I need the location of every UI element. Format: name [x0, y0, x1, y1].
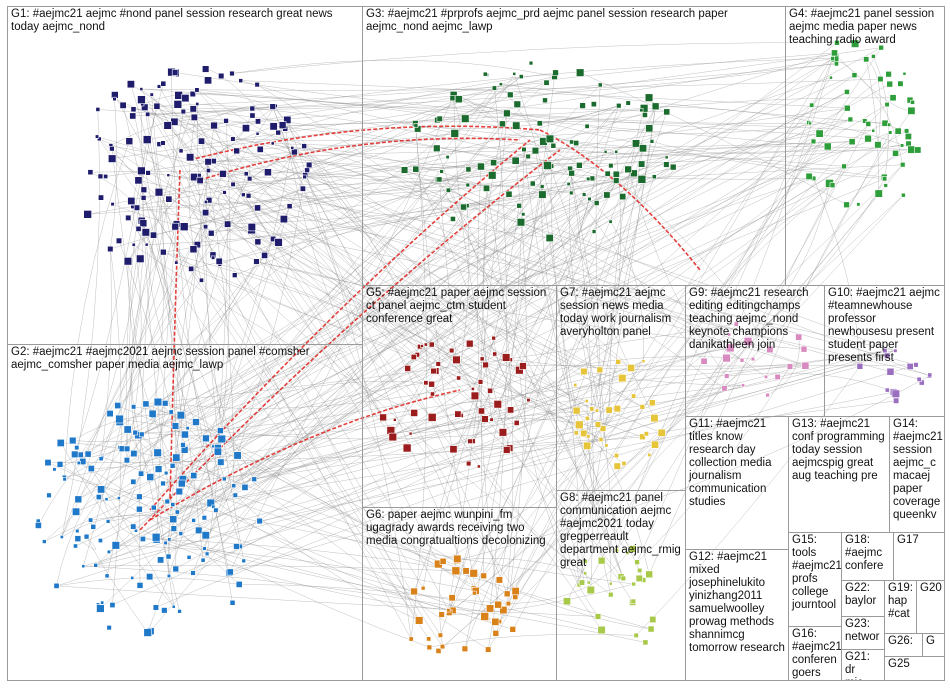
- group-box-g9: G9: #aejmc21 research editing editingcha…: [685, 285, 825, 417]
- group-box-g21: G21: dr mic: [841, 649, 885, 681]
- group-label-g23: G23: networ: [845, 618, 882, 644]
- group-box-g19: G19: hap #cat: [884, 580, 917, 634]
- group-label-g26: G26:: [888, 635, 920, 648]
- group-box-g17: G17: [893, 532, 945, 581]
- group-box-g27: G: [922, 633, 945, 657]
- group-box-g2: G2: #aejmc21 #aejmc2021 aejmc session pa…: [7, 344, 363, 681]
- group-box-g7: G7: #aejmc21 aejmc session news media to…: [556, 285, 686, 491]
- group-label-g5: G5: #aejmc21 paper aejmc session ct pane…: [366, 287, 554, 326]
- group-box-g8: G8: #aejmc21 panel communication aejmc #…: [556, 490, 686, 681]
- group-label-g10: G10: #aejmc21 aejmc #teamnewhouse profes…: [828, 287, 942, 365]
- group-box-g25: G25: [884, 656, 945, 681]
- group-label-g2: G2: #aejmc21 #aejmc2021 aejmc session pa…: [11, 346, 360, 372]
- group-label-g3: G3: #aejmc21 #prprofs aejmc_prd aejmc pa…: [366, 8, 783, 34]
- group-box-g6: G6: paper aejmc wunpini_fm ugagrady awar…: [362, 507, 557, 681]
- group-box-g23: G23: networ: [841, 616, 885, 650]
- group-box-g4: G4: #aejmc21 panel session aejmc media p…: [785, 6, 945, 286]
- group-box-g5: G5: #aejmc21 paper aejmc session ct pane…: [362, 285, 557, 508]
- group-label-g20: G20: [920, 582, 942, 595]
- group-box-g3: G3: #aejmc21 #prprofs aejmc_prd aejmc pa…: [362, 6, 786, 286]
- group-label-g22: G22: baylor: [845, 582, 882, 608]
- group-label-g16: G16: #aejmc21 conferen goers: [792, 628, 839, 680]
- group-box-g10: G10: #aejmc21 aejmc #teamnewhouse profes…: [824, 285, 945, 417]
- group-box-g20: G20: [916, 580, 945, 634]
- group-label-g6: G6: paper aejmc wunpini_fm ugagrady awar…: [366, 509, 554, 548]
- group-box-g1: G1: #aejmc21 aejmc #nond panel session r…: [7, 6, 363, 345]
- group-label-g19: G19: hap #cat: [888, 582, 914, 621]
- group-box-g22: G22: baylor: [841, 580, 885, 617]
- group-label-g11: G11: #aejmc21 titles know research day c…: [689, 418, 786, 509]
- group-box-g13: G13: #aejmc21 conf programming today ses…: [788, 416, 890, 533]
- group-label-g7: G7: #aejmc21 aejmc session news media to…: [560, 287, 683, 339]
- group-box-g15: G15: tools #aejmc21 profs college journt…: [788, 532, 842, 627]
- group-label-g1: G1: #aejmc21 aejmc #nond panel session r…: [11, 8, 360, 34]
- group-label-g25: G25: [888, 658, 942, 671]
- group-box-g16: G16: #aejmc21 conferen goers: [788, 626, 842, 681]
- group-label-g8: G8: #aejmc21 panel communication aejmc #…: [560, 492, 683, 570]
- group-label-g12: G12: #aejmc21 mixed josephinelukito yini…: [689, 551, 786, 655]
- group-box-g11: G11: #aejmc21 titles know research day c…: [685, 416, 789, 550]
- group-label-g21: G21: dr mic: [845, 651, 882, 681]
- group-label-g9: G9: #aejmc21 research editing editingcha…: [689, 287, 822, 352]
- group-box-g18: G18: #aejmc confere: [841, 532, 894, 581]
- group-label-g13: G13: #aejmc21 conf programming today ses…: [792, 418, 887, 483]
- group-box-g12: G12: #aejmc21 mixed josephinelukito yini…: [685, 549, 789, 681]
- group-label-g18: G18: #aejmc confere: [845, 534, 891, 573]
- group-box-g26: G26:: [884, 633, 923, 657]
- group-box-g14: G14: #aejmc21 session aejmc_c macaej pap…: [889, 416, 945, 533]
- group-label-g15: G15: tools #aejmc21 profs college journt…: [792, 534, 839, 612]
- group-label-g4: G4: #aejmc21 panel session aejmc media p…: [789, 8, 942, 47]
- group-label-g14: G14: #aejmc21 session aejmc_c macaej pap…: [893, 418, 942, 522]
- group-label-g27: G: [926, 635, 942, 648]
- group-label-g17: G17: [897, 534, 942, 547]
